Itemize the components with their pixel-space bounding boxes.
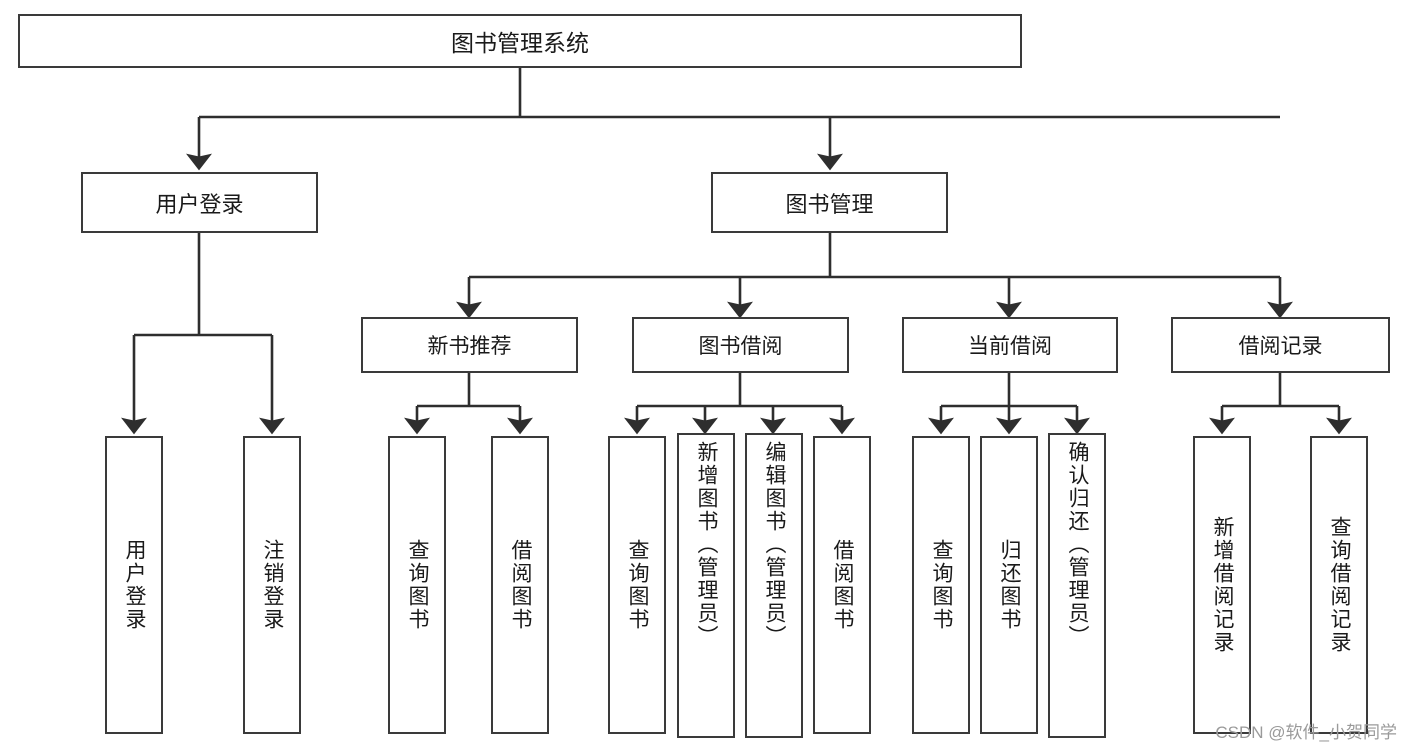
node-label: 新书推荐: [427, 335, 512, 358]
node-label: 注销登录: [261, 539, 285, 631]
leaf-user-login[interactable]: 用户登录: [105, 436, 163, 734]
leaf-add-book-admin[interactable]: 新增图书（管理员）: [677, 433, 735, 738]
node-label: 确认归还（管理员）: [1066, 441, 1090, 648]
leaf-query-book-recommend[interactable]: 查询图书: [388, 436, 446, 734]
node-label: 用户登录: [123, 539, 147, 631]
leaf-edit-book-admin[interactable]: 编辑图书（管理员）: [745, 433, 803, 738]
node-book-borrow[interactable]: 图书借阅: [632, 317, 849, 373]
leaf-return-book[interactable]: 归还图书: [980, 436, 1038, 734]
leaf-logout[interactable]: 注销登录: [243, 436, 301, 734]
node-label: 借阅图书: [509, 539, 533, 631]
node-label: 用户登录: [155, 191, 244, 217]
node-label: 新增图书（管理员）: [695, 441, 719, 648]
node-label: 新增借阅记录: [1211, 516, 1235, 654]
node-label: 借阅记录: [1238, 335, 1323, 358]
node-root-system[interactable]: 图书管理系统: [18, 14, 1022, 68]
node-label: 查询图书: [406, 539, 430, 631]
watermark: CSDN @软件_小贺同学: [1215, 723, 1397, 742]
node-label: 图书管理: [785, 191, 874, 217]
node-label: 借阅图书: [831, 539, 855, 631]
leaf-query-book-borrow[interactable]: 查询图书: [608, 436, 666, 734]
leaf-add-borrow-record[interactable]: 新增借阅记录: [1193, 436, 1251, 734]
node-label: 编辑图书（管理员）: [763, 441, 787, 648]
node-label: 图书管理系统: [451, 30, 589, 56]
leaf-borrow-book-recommend[interactable]: 借阅图书: [491, 436, 549, 734]
leaf-confirm-return-admin[interactable]: 确认归还（管理员）: [1048, 433, 1106, 738]
leaf-query-borrow-record[interactable]: 查询借阅记录: [1310, 436, 1368, 734]
node-label: 图书借阅: [698, 335, 783, 358]
node-borrow-record[interactable]: 借阅记录: [1171, 317, 1390, 373]
node-book-management[interactable]: 图书管理: [711, 172, 948, 233]
node-user-login[interactable]: 用户登录: [81, 172, 318, 233]
leaf-borrow-book[interactable]: 借阅图书: [813, 436, 871, 734]
leaf-query-book-current[interactable]: 查询图书: [912, 436, 970, 734]
node-label: 查询图书: [930, 539, 954, 631]
node-label: 归还图书: [998, 539, 1022, 631]
node-label: 当前借阅: [968, 335, 1052, 358]
node-label: 查询借阅记录: [1328, 516, 1352, 654]
node-label: 查询图书: [626, 539, 650, 631]
node-current-borrow[interactable]: 当前借阅: [902, 317, 1118, 373]
node-new-book-recommend[interactable]: 新书推荐: [361, 317, 578, 373]
